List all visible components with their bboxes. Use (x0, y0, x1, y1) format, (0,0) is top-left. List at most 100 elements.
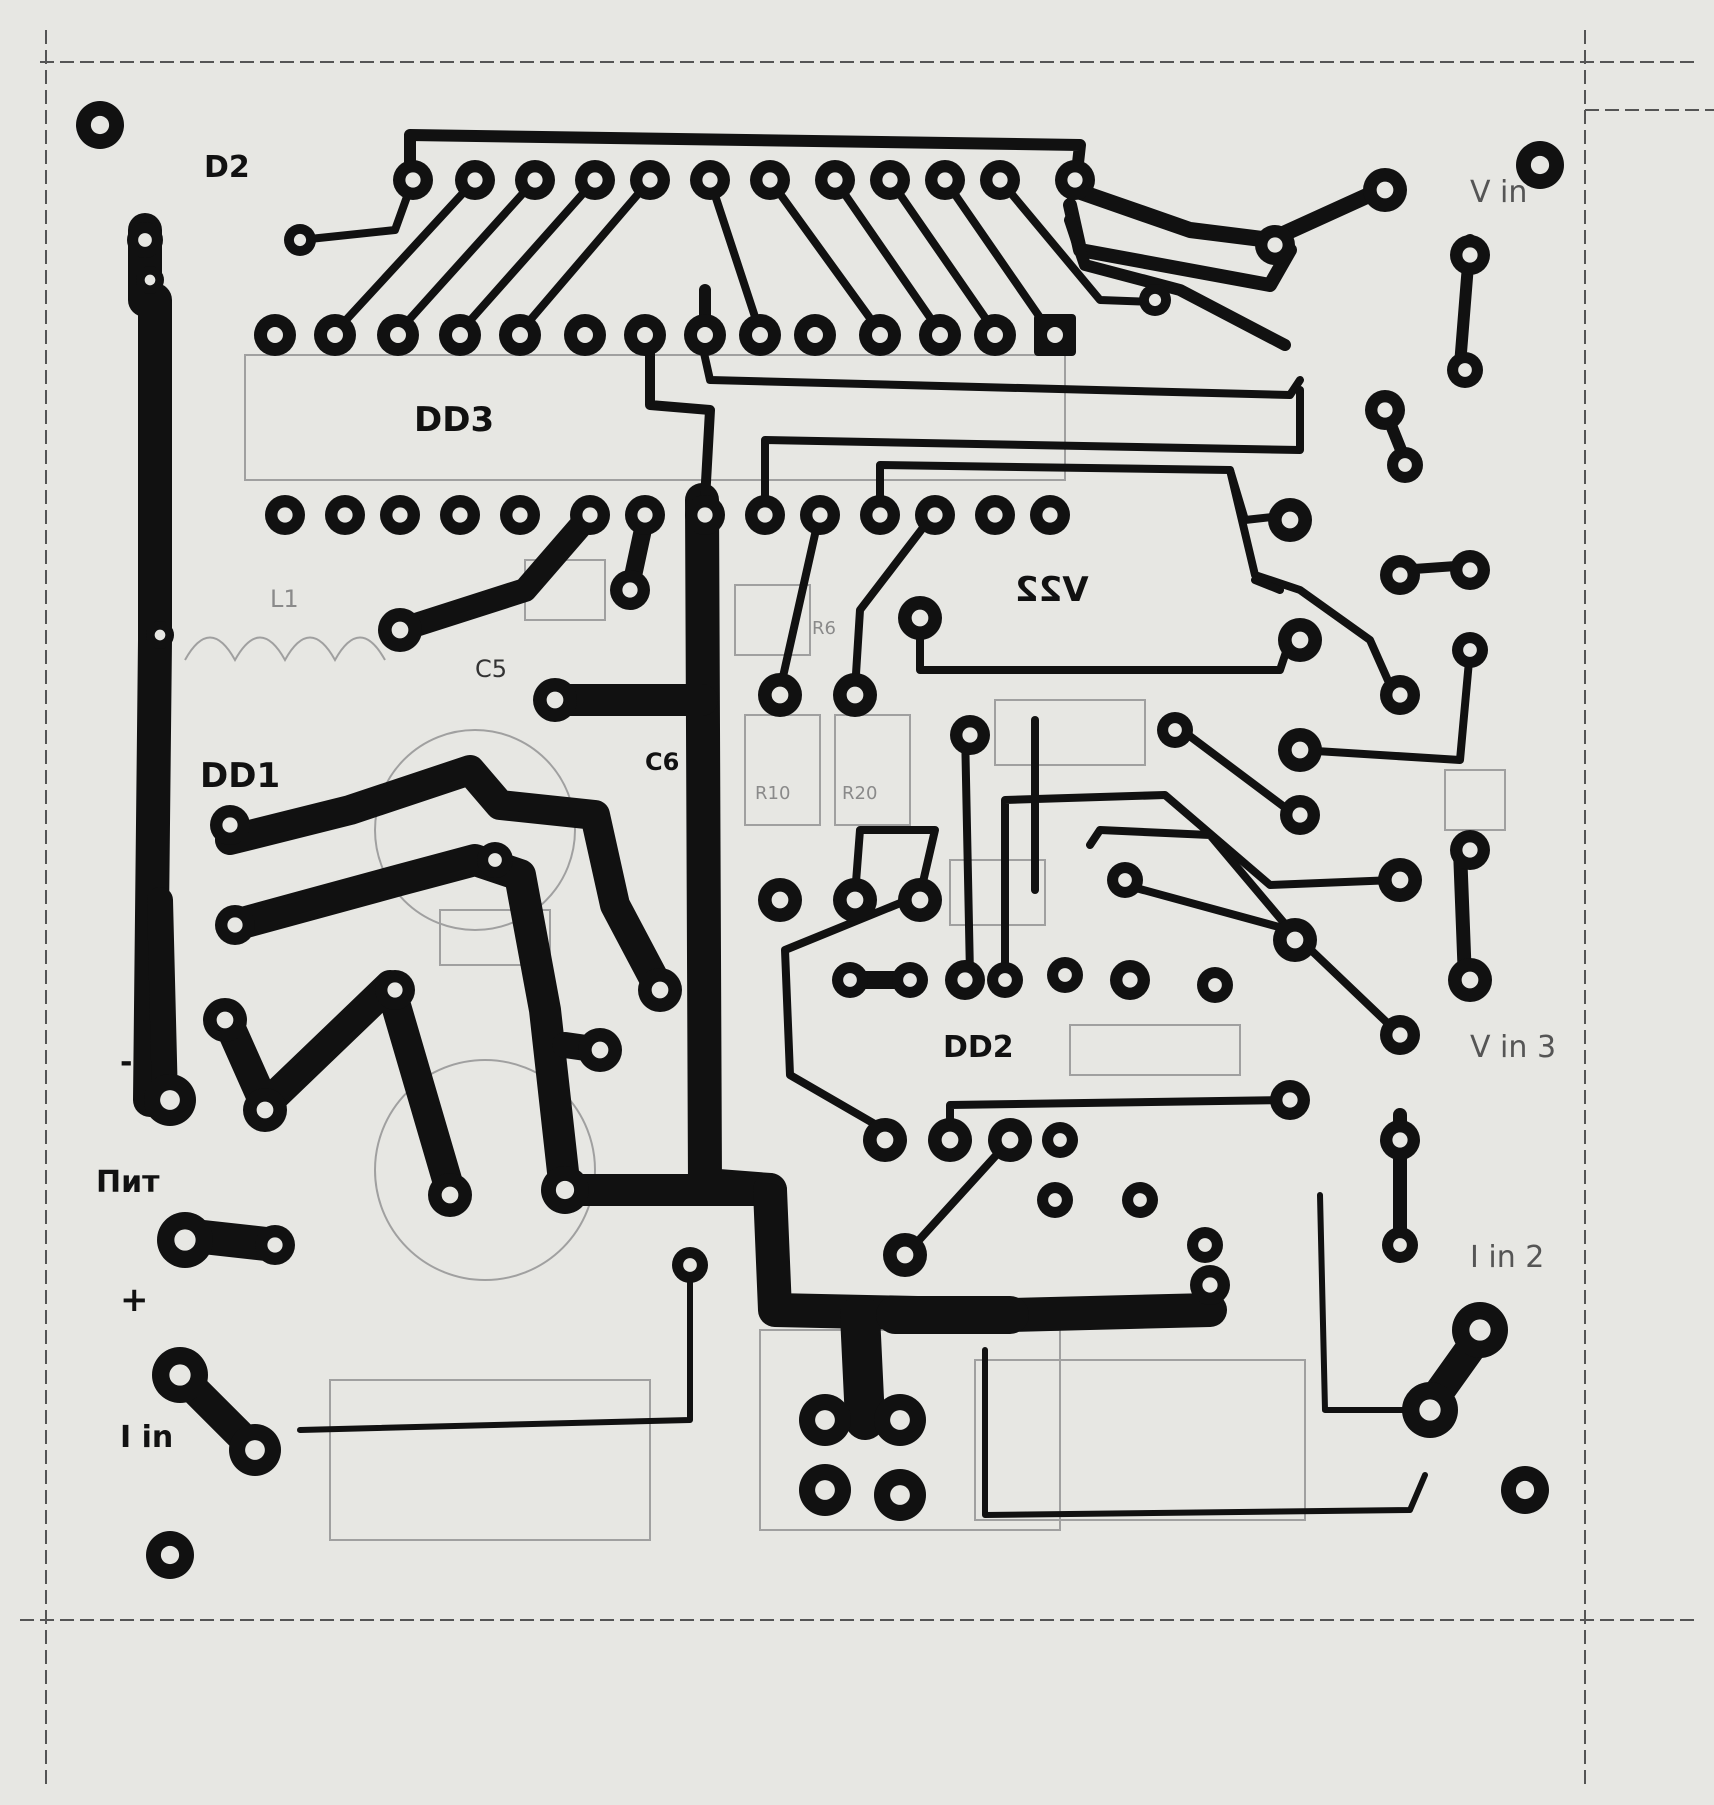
label-dd1: DD1 (200, 756, 281, 796)
pad-dd3-bottom-2-hole (337, 507, 353, 523)
pad-dd3-top-6-hole (577, 327, 593, 343)
pad-57-hole (1208, 978, 1222, 992)
pad-68-hole (174, 1229, 196, 1251)
label-in2: I in 2 (1470, 1240, 1545, 1275)
label-minus: - (120, 1045, 133, 1080)
pad-46-hole (683, 1258, 697, 1272)
pad-header-12-hole (1067, 172, 1083, 188)
pad-74-hole (815, 1480, 835, 1500)
label-v-in-top: V in (1470, 175, 1528, 210)
pad-40-hole (387, 982, 403, 998)
pad-27-hole (1292, 807, 1308, 823)
pad-dd3-bottom-13-hole (987, 507, 1003, 523)
pad-45-hole (555, 1180, 575, 1200)
pad-20-hole (1291, 631, 1309, 649)
pad-16-hole (1458, 363, 1472, 377)
label-c5: C5 (475, 655, 508, 683)
pad-43-hole (591, 1041, 609, 1059)
pad-41-hole (441, 1186, 459, 1204)
pad-22-hole (1462, 562, 1478, 578)
pad-dd3-top-13-hole (987, 327, 1003, 343)
pad-dd3-top-12-hole (932, 327, 948, 343)
pad-38-hole (216, 1011, 234, 1029)
label-c6: C6 (645, 748, 680, 776)
pad-62-hole (896, 1246, 914, 1264)
pad-77-hole (1419, 1399, 1441, 1421)
pad-60-hole (1001, 1131, 1019, 1149)
label-i-in: I in (120, 1420, 174, 1455)
pad-4-hole (154, 629, 166, 641)
pad-54-hole (1058, 968, 1072, 982)
pad-26-hole (1291, 741, 1309, 759)
pad-dd3-bottom-9-hole (757, 507, 773, 523)
pad-dd3-bottom-14-hole (1042, 507, 1058, 523)
pad-55-hole (1118, 873, 1132, 887)
pad-18-hole (1398, 458, 1412, 472)
pad-67-hole (160, 1090, 180, 1110)
pad-header-2-hole (467, 172, 483, 188)
pad-dd3-bottom-3-hole (392, 507, 408, 523)
pad-dd3-bottom-10-hole (812, 507, 828, 523)
label-r6: R6 (812, 618, 836, 639)
pad-28-hole (1391, 871, 1409, 889)
pad-59-hole (941, 1131, 959, 1149)
pad-29-hole (1286, 931, 1304, 949)
pad-52-hole (957, 972, 973, 988)
pad-dd3-bottom-4-hole (452, 507, 468, 523)
label-v22: V22 (1015, 570, 1089, 610)
pad-dd3-top-8-hole (697, 327, 713, 343)
pad-47-hole (771, 891, 789, 909)
pad-dd3-top-5-hole (512, 327, 528, 343)
pad-header-6-hole (702, 172, 718, 188)
pad-2-hole (138, 233, 152, 247)
pad-66-hole (1202, 1277, 1218, 1293)
pad-header-3-hole (527, 172, 543, 188)
pad-dd3-top-9-hole (752, 327, 768, 343)
pad-39-hole (256, 1101, 274, 1119)
pad-header-4-hole (587, 172, 603, 188)
pad-50-hole (843, 973, 857, 987)
pad-35-hole (1282, 1092, 1298, 1108)
pad-header-1-hole (405, 172, 421, 188)
mount-hole-3-hole (160, 1545, 180, 1565)
label-v-in-mid: V in 3 (1470, 1030, 1557, 1065)
pad-dd3-top-14-hole (1047, 327, 1063, 343)
pad-32-hole (1392, 1027, 1408, 1043)
pad-dd3-bottom-5-hole (512, 507, 528, 523)
pad-8-hole (771, 686, 789, 704)
pad-24-hole (1463, 643, 1477, 657)
pad-71-hole (245, 1440, 265, 1460)
pad-14-hole (1376, 181, 1394, 199)
pad-dd3-bottom-7-hole (637, 507, 653, 523)
board-outline (20, 30, 1714, 1790)
pad-19-hole (1281, 511, 1299, 529)
pad-1-hole (293, 233, 307, 247)
pad-dd3-top-1-hole (267, 327, 283, 343)
label-pit: Пит (96, 1165, 160, 1200)
pad-13-hole (1267, 237, 1283, 253)
mount-hole-1-hole (90, 115, 110, 135)
pad-header-10-hole (937, 172, 953, 188)
label-dd3: DD3 (414, 400, 495, 440)
pad-header-5-hole (642, 172, 658, 188)
pad-65-hole (1198, 1238, 1212, 1252)
pad-30-hole (1462, 842, 1478, 858)
label-l1: L1 (270, 585, 299, 613)
pad-44-hole (651, 981, 669, 999)
pad-dd3-top-3-hole (390, 327, 406, 343)
pad-70-hole (169, 1364, 191, 1386)
pad-dd3-bottom-8-hole (697, 507, 713, 523)
label-r10: R10 (755, 783, 791, 804)
pad-64-hole (1133, 1193, 1147, 1207)
pad-7-hole (546, 691, 564, 709)
pad-49-hole (911, 891, 929, 909)
pad-58-hole (876, 1131, 894, 1149)
pad-dd3-top-7-hole (637, 327, 653, 343)
pad-33-hole (1392, 1132, 1408, 1148)
pad-15-hole (1462, 247, 1478, 263)
label-dd2: DD2 (943, 1030, 1014, 1065)
pad-dd3-bottom-1-hole (277, 507, 293, 523)
pad-61-hole (1053, 1133, 1067, 1147)
pad-11-hole (962, 727, 978, 743)
